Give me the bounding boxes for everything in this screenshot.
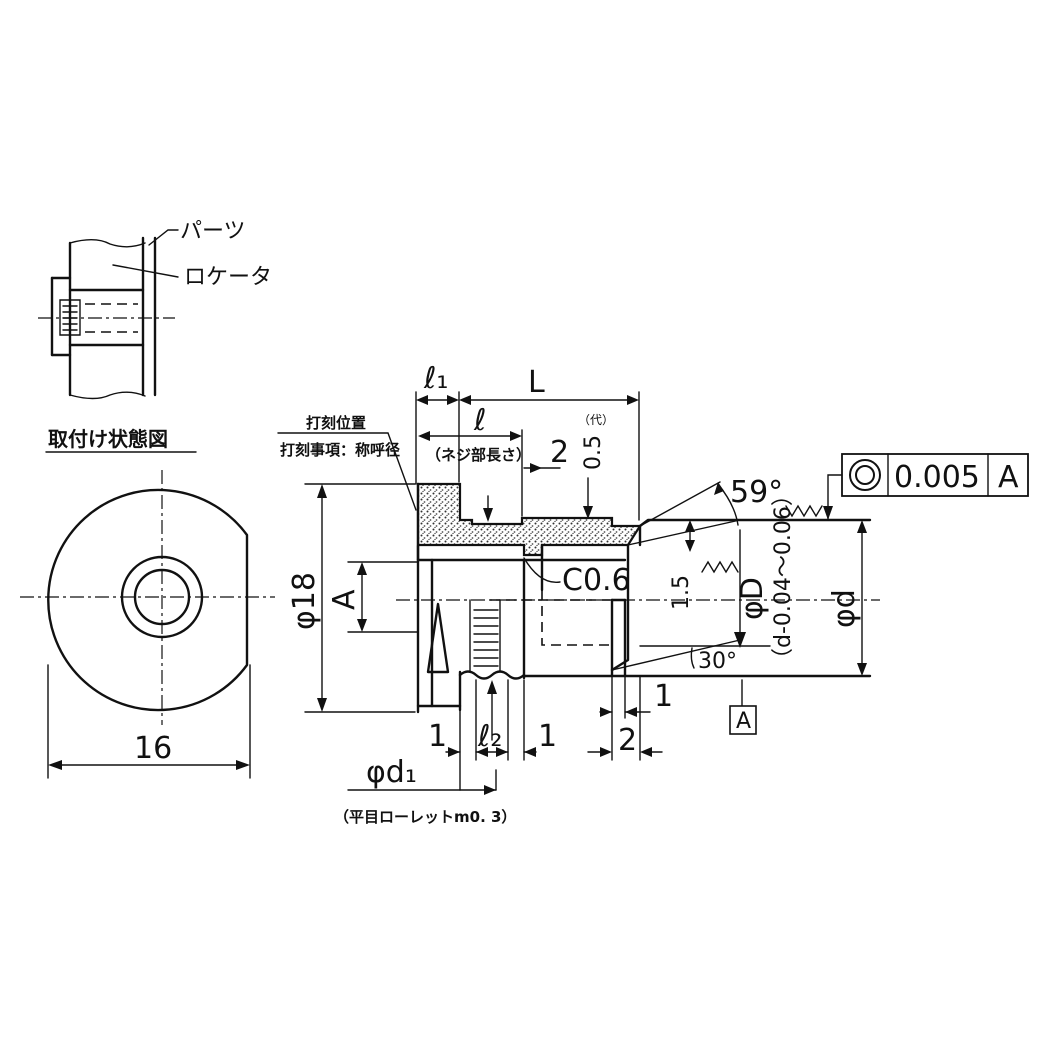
dim-phid: φd [827, 589, 862, 628]
tol-range: （d-0.04～0.06） [771, 484, 796, 670]
end-view: 16 [20, 470, 275, 779]
stamp-position: 打刻位置 [306, 414, 366, 432]
dim-l2: ℓ₂ [477, 719, 502, 754]
mounting-detail: パーツ ロケータ [38, 219, 272, 400]
section-view [396, 482, 880, 714]
dim-59-deg: 59° [730, 475, 783, 510]
dim-1-mid: 1 [538, 719, 557, 754]
dim-1-right: 1 [654, 679, 673, 714]
parts-label: パーツ [180, 219, 246, 244]
dim-1-5: 1.5 [669, 575, 694, 610]
stamp-item: 打刻事項：称呼径 [280, 441, 400, 459]
dim-l1: ℓ₁ [423, 361, 448, 396]
dim-phiD: φD [735, 577, 770, 620]
tol-small: （代） [578, 413, 614, 427]
dim-L: L [528, 365, 545, 400]
dim-2-top: 2 [550, 435, 569, 470]
datum-A: A [736, 709, 751, 734]
tolerance-frame: 0.005 A [823, 453, 1029, 521]
dim-05: 0.5 [581, 435, 606, 470]
dim-phi18: φ18 [287, 572, 322, 630]
locator-label: ロケータ [184, 265, 272, 290]
dim-c06: C0.6 [562, 563, 631, 598]
tolerance-datum: A [998, 460, 1019, 495]
tolerance-value: 0.005 [894, 460, 980, 495]
concentricity-icon [849, 459, 881, 491]
dim-30-deg: 30° [698, 649, 737, 674]
thread-length-note: （ネジ部長さ） [426, 446, 531, 464]
mounting-state-title: 取付け状態図 [48, 427, 168, 451]
dim-16: 16 [134, 731, 172, 766]
knurl-note: （平目ローレットm0. 3） [334, 808, 516, 826]
dim-2-bottom: 2 [618, 723, 637, 758]
dim-l: ℓ [473, 403, 486, 438]
dim-A: A [327, 589, 362, 610]
dim-1-left: 1 [428, 719, 447, 754]
dim-phi-d1: φd₁ [366, 755, 417, 790]
dimensions: φ18 A ℓ₁ L ℓ （ネジ部長さ） 打刻位置 打刻事項：称呼径 [277, 361, 867, 826]
